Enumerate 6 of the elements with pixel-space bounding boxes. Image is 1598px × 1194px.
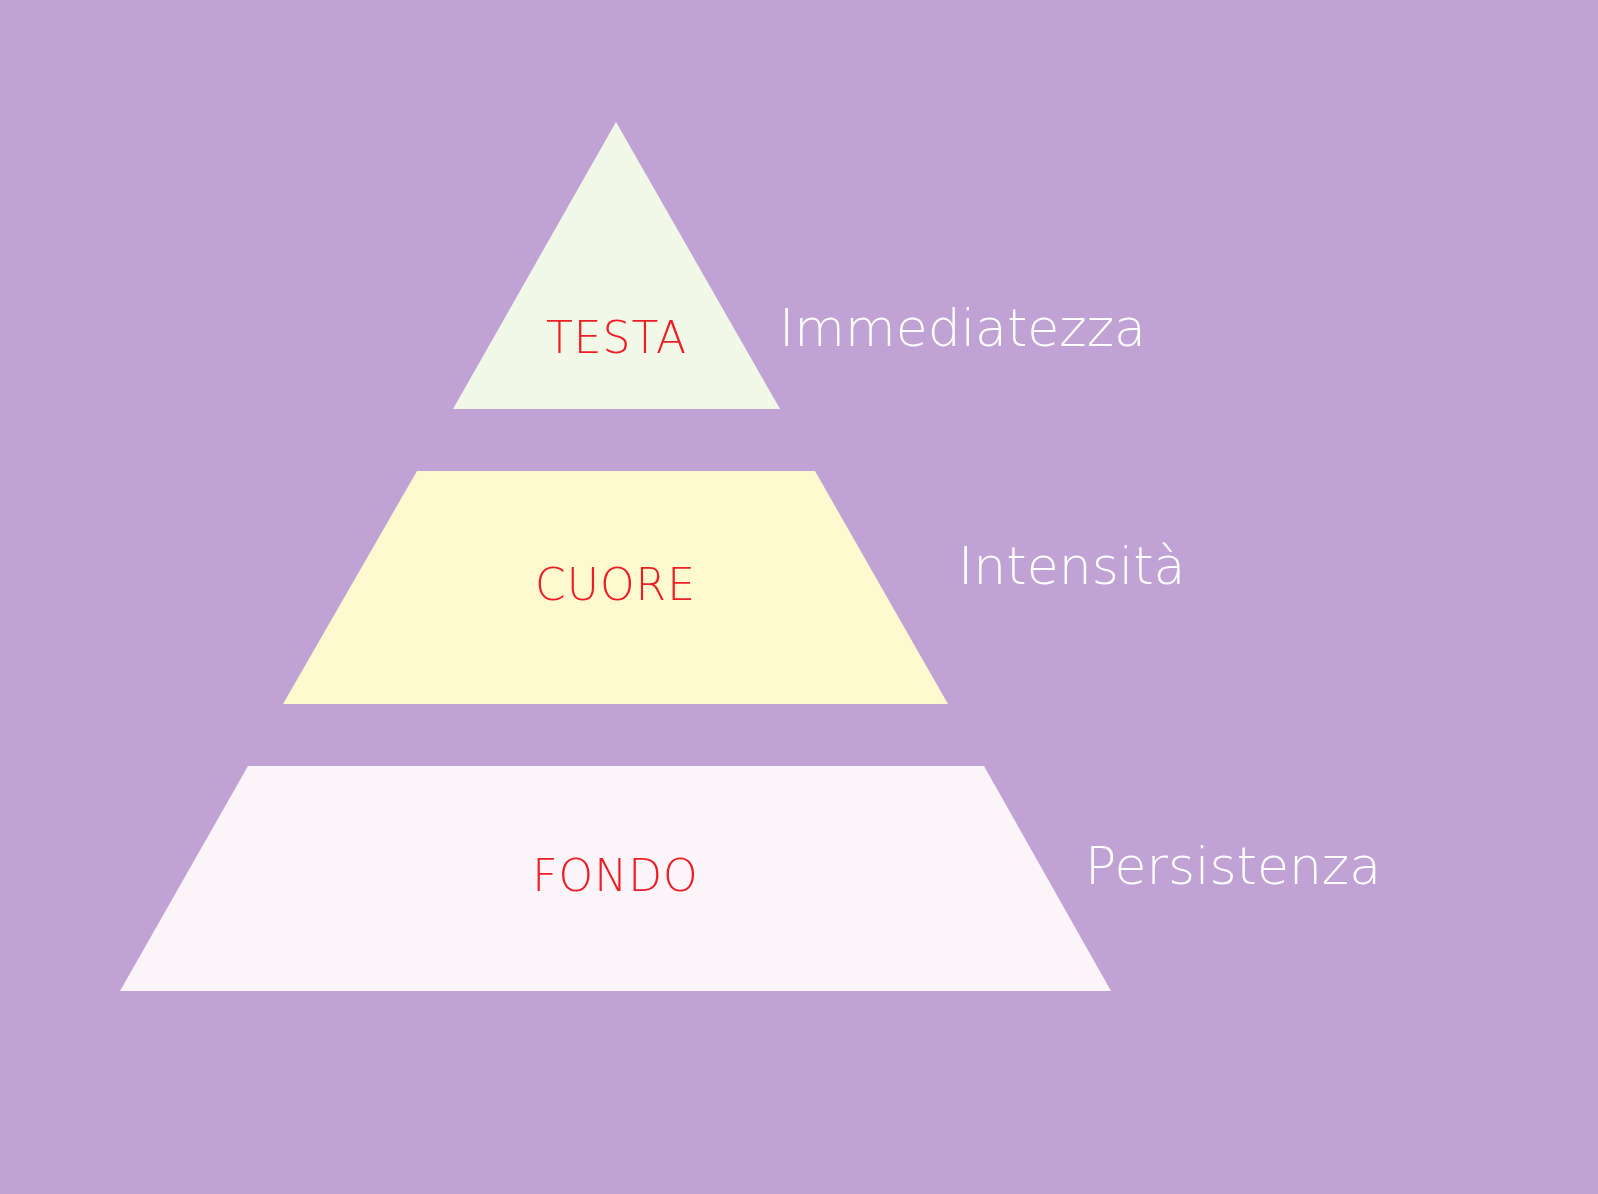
level-title: FONDO bbox=[532, 850, 699, 901]
side-label: Immediatezza bbox=[779, 298, 1146, 358]
level-title: CUORE bbox=[535, 559, 696, 610]
side-label: Intensità bbox=[958, 536, 1186, 596]
level-title: TESTA bbox=[545, 312, 688, 363]
side-label: Persistenza bbox=[1085, 836, 1381, 896]
